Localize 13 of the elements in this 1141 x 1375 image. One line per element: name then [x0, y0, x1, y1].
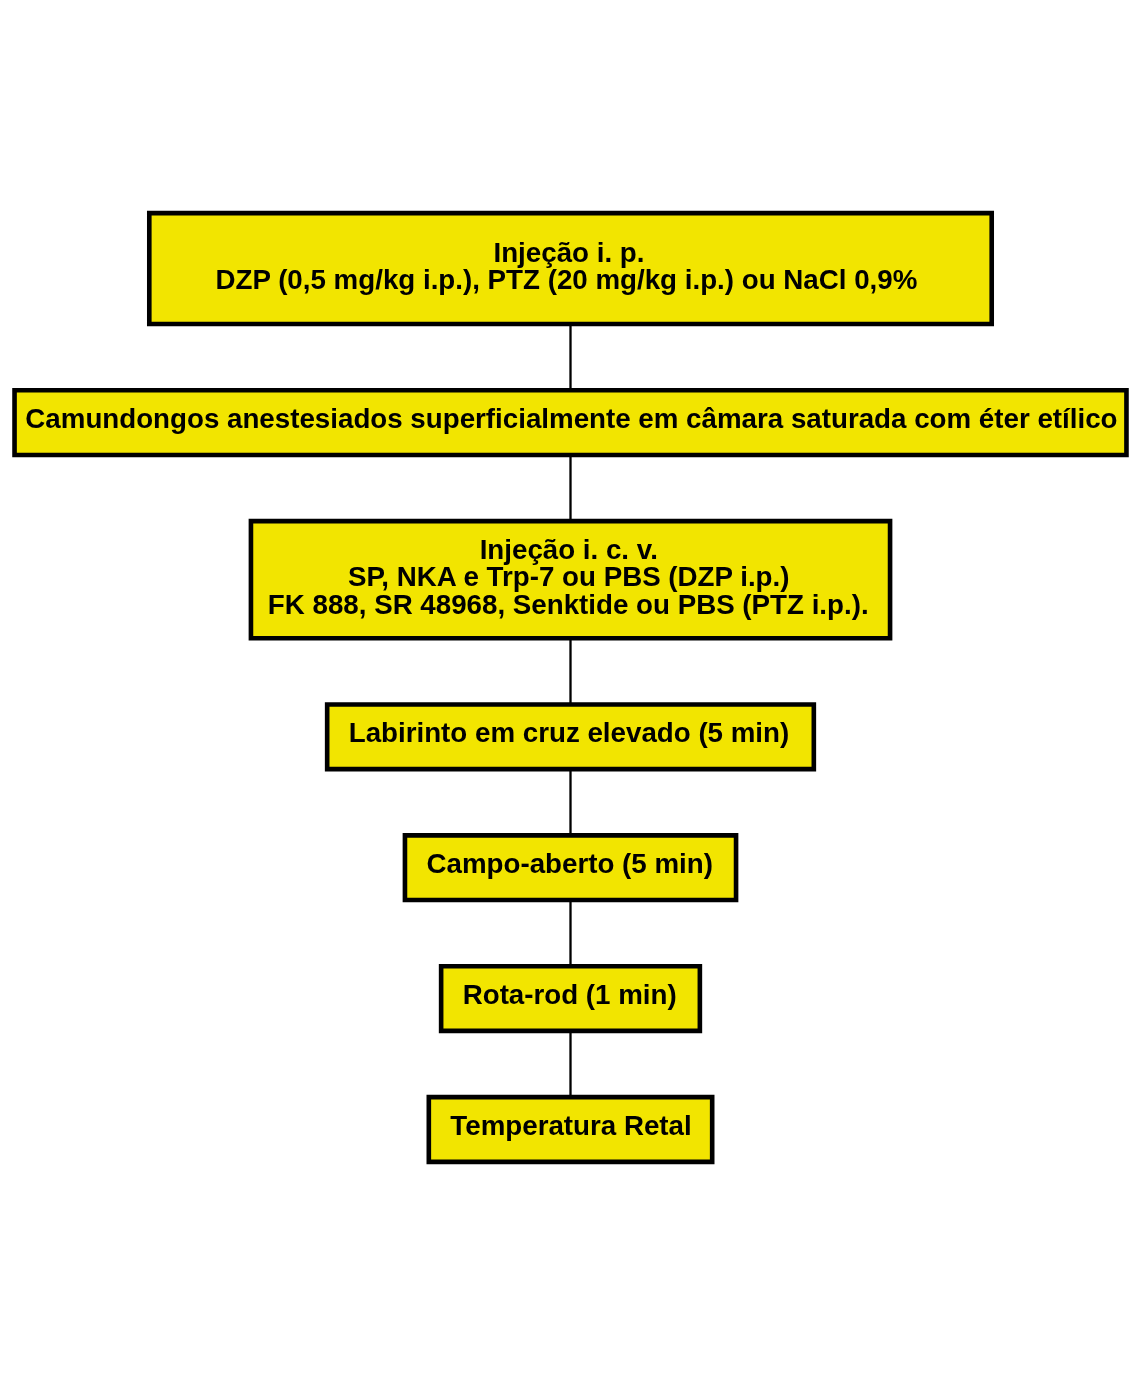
- connector: [569, 638, 572, 705]
- node-box: Labirinto em cruz elevado (5 min): [324, 702, 817, 772]
- node-box: Temperatura Retal: [426, 1094, 715, 1165]
- connector: [569, 455, 572, 521]
- connector: [569, 769, 572, 836]
- node-box: Rota-rod (1 min): [438, 963, 703, 1034]
- connector: [569, 1031, 572, 1097]
- node-box: Camundongos anestesiados superficialmente em câmara saturada com éter etílico: [12, 387, 1129, 458]
- node-box: Campo-aberto (5 min): [402, 833, 739, 903]
- node-box: Injeção i. p. DZP (0,5 mg/kg i.p.), PTZ (20 mg/kg i.p.) ou NaCl 0,9%: [147, 210, 994, 327]
- connector: [569, 324, 572, 391]
- node-box: Injeção i. c. v. SP, NKA e Trp-7 ou PBS (DZP i.p.) FK 888, SR 48968, Senktide ou PBS (PTZ i.p.).: [248, 518, 893, 641]
- connector: [569, 900, 572, 966]
